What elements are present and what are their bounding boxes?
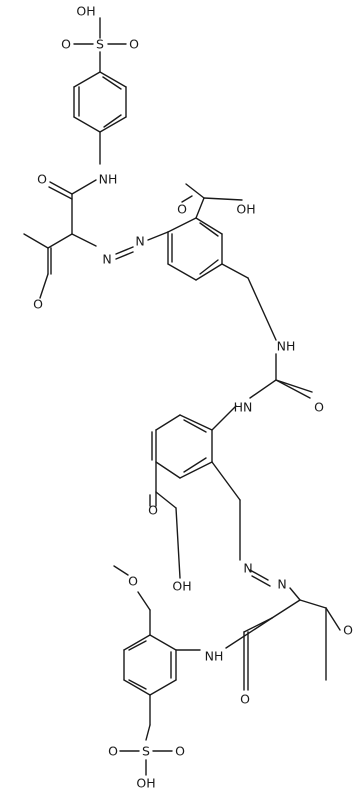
bond-line bbox=[183, 419, 207, 433]
bond-line bbox=[167, 263, 197, 281]
atom-label: O bbox=[240, 692, 250, 707]
bond-line bbox=[71, 233, 97, 247]
bond-line bbox=[249, 569, 269, 581]
bond-line bbox=[47, 233, 73, 249]
atom-label: OH bbox=[172, 579, 191, 594]
bond-line bbox=[175, 507, 181, 579]
bond-line bbox=[113, 565, 129, 576]
bond-line bbox=[137, 591, 151, 611]
atom-label: NH bbox=[277, 339, 296, 354]
bond-line bbox=[145, 724, 151, 741]
bond-line bbox=[167, 217, 197, 233]
bond-line bbox=[211, 405, 237, 431]
bond-line bbox=[203, 197, 243, 201]
bond-line bbox=[73, 116, 101, 133]
atom-label: N bbox=[277, 577, 286, 592]
bond-line bbox=[199, 222, 219, 237]
bond-line bbox=[147, 231, 169, 241]
bond-line bbox=[155, 414, 181, 431]
atom-label: O bbox=[108, 744, 118, 759]
bond-line bbox=[73, 71, 101, 88]
bond-line bbox=[115, 246, 134, 255]
bond-line bbox=[128, 679, 147, 690]
atom-label: O bbox=[314, 400, 324, 415]
bond-line bbox=[115, 251, 134, 260]
bond-line bbox=[275, 379, 311, 399]
bond-line bbox=[102, 76, 122, 90]
atom-label: N bbox=[243, 561, 252, 576]
bond-line bbox=[123, 679, 151, 696]
atom-label: O bbox=[148, 503, 158, 518]
bond-line bbox=[221, 263, 249, 279]
bond-line bbox=[71, 179, 97, 195]
bond-line bbox=[195, 197, 205, 219]
bond-line bbox=[149, 679, 177, 696]
bond-line bbox=[185, 183, 205, 199]
bond-line bbox=[155, 491, 177, 509]
atom-label: O bbox=[343, 623, 353, 638]
atom-label: OH bbox=[236, 202, 255, 217]
bond-line bbox=[181, 195, 193, 203]
bond-line bbox=[179, 414, 213, 431]
bond-line bbox=[48, 186, 73, 200]
atom-label: N bbox=[135, 234, 144, 249]
bond-line bbox=[123, 634, 151, 651]
atom-label: OH bbox=[76, 4, 95, 19]
atom-label: O bbox=[128, 574, 138, 589]
bond-line bbox=[325, 607, 341, 631]
atom-label: HN bbox=[234, 400, 253, 415]
atom-label: OH bbox=[136, 776, 155, 791]
bond-line bbox=[299, 599, 327, 609]
atom-label: O bbox=[129, 37, 139, 52]
bond-line bbox=[195, 263, 223, 281]
bond-line bbox=[155, 461, 181, 479]
bond-line bbox=[183, 457, 207, 473]
bond-line bbox=[247, 277, 277, 341]
bond-line bbox=[249, 379, 277, 399]
bond-line bbox=[195, 217, 223, 235]
bond-line bbox=[49, 181, 73, 195]
bond-line bbox=[39, 273, 49, 299]
bond-line bbox=[271, 599, 301, 619]
atom-label: O bbox=[61, 37, 71, 52]
bond-line bbox=[149, 634, 177, 651]
atom-label: O bbox=[37, 172, 47, 187]
bond-line bbox=[128, 640, 147, 651]
bond-line bbox=[251, 575, 271, 587]
bond-line bbox=[99, 71, 127, 88]
atom-label: O bbox=[177, 202, 187, 217]
bond-line bbox=[23, 233, 49, 249]
bond-line bbox=[225, 617, 273, 649]
atom-label: N bbox=[102, 252, 111, 267]
bond-line bbox=[289, 587, 301, 601]
bond-line bbox=[179, 461, 213, 479]
bond-lines bbox=[23, 17, 341, 776]
atom-label: NH bbox=[205, 649, 224, 664]
bond-line bbox=[199, 259, 219, 275]
atom-label: NH bbox=[99, 172, 118, 187]
bond-line bbox=[275, 379, 313, 393]
bond-line bbox=[99, 116, 127, 133]
atom-label: S bbox=[96, 37, 104, 52]
atom-label: O bbox=[33, 297, 43, 312]
bond-line bbox=[103, 114, 122, 128]
atom-label: O bbox=[175, 744, 185, 759]
atom-label: S bbox=[142, 744, 150, 759]
bond-line bbox=[211, 461, 241, 501]
